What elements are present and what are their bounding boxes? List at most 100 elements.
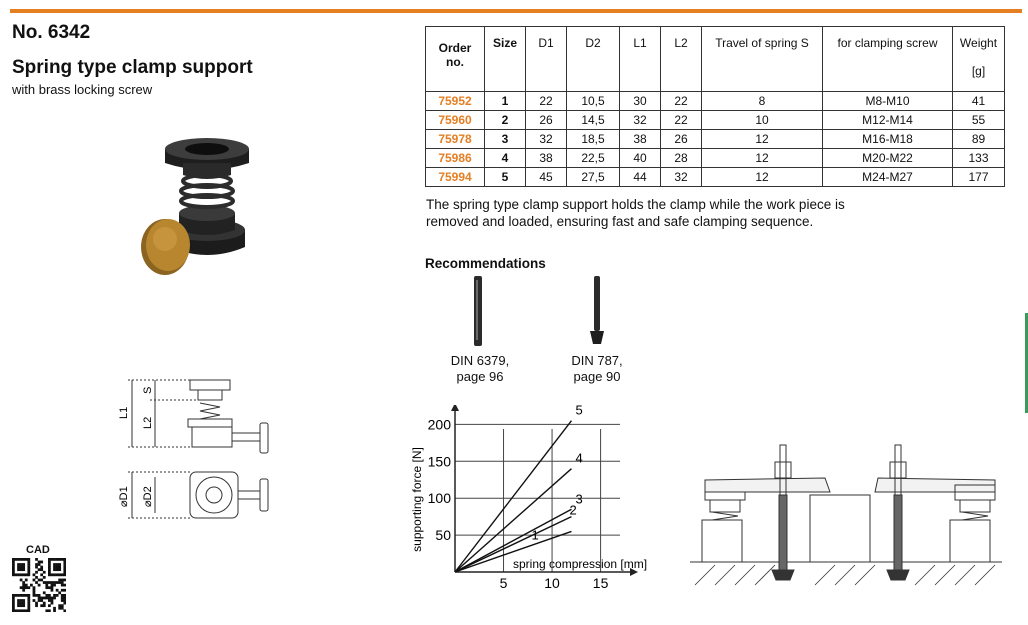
rec-item-din-787[interactable]: DIN 787, page 90: [557, 353, 637, 385]
qr-module: [63, 594, 66, 597]
qr-module: [63, 596, 66, 600]
din-787-tbolt-icon[interactable]: [586, 276, 608, 348]
qr-module: [42, 581, 46, 584]
qr-module: [50, 588, 54, 592]
qr-module: [27, 560, 31, 564]
qr-module: [63, 565, 66, 569]
qr-module: [50, 558, 54, 561]
qr-module: [58, 558, 62, 561]
cell-l2: 22: [660, 91, 702, 111]
qr-module: [58, 573, 62, 577]
qr-module: [53, 594, 56, 597]
din-6379-stud-icon[interactable]: [471, 276, 485, 348]
qr-module: [27, 586, 31, 590]
order-no-link[interactable]: 75994: [425, 167, 485, 187]
cell-weight: 89: [952, 129, 1005, 149]
cell-travel: 8: [701, 91, 823, 111]
qr-module: [63, 578, 66, 582]
order-no-link[interactable]: 75960: [425, 110, 485, 130]
assembly-drawing: [690, 444, 1002, 586]
qr-module: [19, 586, 23, 590]
cell-d1: 38: [525, 148, 567, 168]
chart-series-label: 3: [575, 491, 582, 506]
qr-module: [14, 594, 18, 597]
qr-module: [58, 606, 62, 610]
qr-module: [48, 609, 51, 612]
qr-module: [24, 558, 28, 561]
qr-module: [37, 583, 41, 587]
chart-series-line: [454, 530, 572, 573]
qr-module: [40, 604, 44, 608]
qr-module: [58, 563, 62, 566]
qr-module: [19, 599, 23, 602]
qr-module: [12, 599, 15, 602]
product-photo: [141, 138, 249, 275]
rec-din-787-page: page 90: [573, 369, 621, 384]
qr-module: [24, 609, 28, 612]
qr-module: [22, 599, 26, 602]
qr-module: [48, 573, 51, 577]
chart-x-arrow: [630, 568, 638, 576]
col-l2: L2: [660, 26, 702, 92]
qr-module: [35, 594, 38, 597]
qr-module: [58, 591, 62, 595]
cell-d2: 22,5: [566, 148, 620, 168]
qr-module: [35, 563, 38, 566]
cell-l1: 38: [619, 129, 661, 149]
chart-series-line: [454, 516, 572, 573]
qr-module: [12, 558, 15, 561]
qr-module: [48, 604, 51, 608]
qr-module: [27, 606, 31, 610]
qr-module: [58, 568, 62, 572]
qr-module: [55, 581, 59, 584]
qr-module: [37, 560, 41, 564]
chart-x-tick-label: 5: [500, 575, 508, 590]
order-no-link[interactable]: 75978: [425, 129, 485, 149]
cell-size: 1: [484, 91, 526, 111]
qr-module: [55, 594, 59, 597]
qr-module: [12, 606, 15, 610]
cell-d1: 32: [525, 129, 567, 149]
qr-module: [60, 578, 64, 582]
qr-module: [60, 558, 64, 561]
page-subtitle: with brass locking screw: [12, 82, 153, 97]
cell-d2: 10,5: [566, 91, 620, 111]
qr-module: [32, 586, 36, 590]
rec-item-din-6379[interactable]: DIN 6379, page 96: [440, 353, 520, 385]
description-text: The spring type clamp support holds the …: [426, 197, 845, 229]
qr-module: [63, 599, 66, 602]
qr-module: [63, 583, 66, 587]
qr-module: [42, 604, 46, 608]
page-title: Spring type clamp support: [12, 57, 253, 78]
qr-module: [27, 594, 31, 597]
qr-module: [37, 578, 41, 582]
qr-module: [32, 599, 36, 602]
col-weight: Weight[g]: [952, 26, 1005, 92]
qr-module: [22, 588, 26, 592]
qr-module: [40, 573, 44, 577]
qr-module: [50, 596, 54, 600]
cell-screw: M24-M27: [822, 167, 953, 187]
qr-module: [50, 583, 54, 587]
qr-module: [37, 596, 41, 600]
qr-module: [60, 594, 64, 597]
cad-qr-code-icon[interactable]: [12, 558, 66, 612]
qr-module: [24, 594, 28, 597]
order-no-link[interactable]: 75952: [425, 91, 485, 111]
qr-module: [12, 570, 15, 574]
col-travel: Travel of spring S: [701, 26, 823, 92]
cell-l2: 28: [660, 148, 702, 168]
chart-series-label: 2: [569, 503, 576, 518]
table-row: 75952 1 22 10,5 30 22 8 M8-M10 41: [425, 91, 1005, 111]
qr-module: [24, 578, 28, 582]
qr-module: [45, 596, 49, 600]
order-no-link[interactable]: 75986: [425, 148, 485, 168]
label-l2: L2: [142, 417, 154, 429]
qr-module: [17, 563, 20, 566]
cell-d1: 22: [525, 91, 567, 111]
qr-module: [30, 583, 33, 587]
qr-module: [17, 601, 20, 605]
cell-l1: 30: [619, 91, 661, 111]
qr-module: [27, 596, 31, 600]
qr-module: [42, 570, 46, 574]
